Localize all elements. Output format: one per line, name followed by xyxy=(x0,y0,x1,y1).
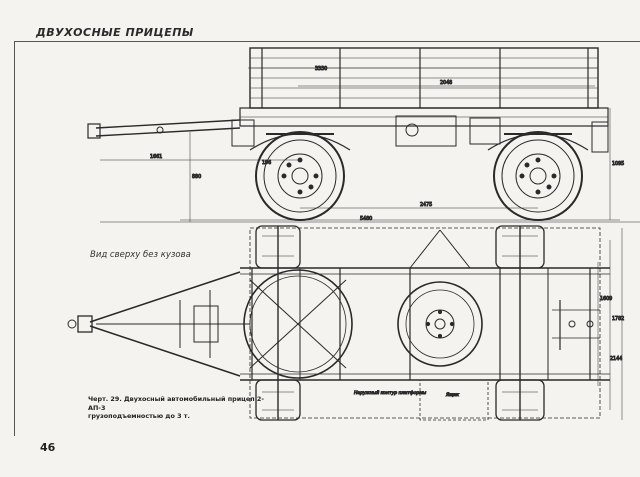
dim-1095: 1095 xyxy=(612,161,624,167)
side-view: 3330 2048 xyxy=(87,47,640,223)
left-margin-rule xyxy=(14,41,15,436)
page-number: 46 xyxy=(40,441,56,454)
page-header-title: ДВУХОСНЫЕ ПРИЦЕПЫ xyxy=(36,26,194,39)
dim-2048: 2048 xyxy=(440,80,452,86)
drawbar-top xyxy=(67,271,250,377)
dim-5480: 5480 xyxy=(360,216,372,222)
note-platform: Наружный контур платформы xyxy=(354,390,427,396)
toolbox-outline xyxy=(419,379,489,421)
header-rule xyxy=(14,41,640,42)
caption-line-2: грузоподъемностью до 3 т. xyxy=(88,412,190,420)
caption-line-1: Черт. 29. Двухосный автомобильный прицеп… xyxy=(88,395,264,412)
dim-1782: 1782 xyxy=(612,316,624,322)
dim-2475: 2475 xyxy=(420,202,432,208)
dim-1661: 1661 xyxy=(150,154,162,160)
dim-880: 880 xyxy=(192,174,201,180)
top-view: Ящик Наружный контур платформы 1609 1782… xyxy=(67,225,625,421)
top-view-label: Вид сверху без кузова xyxy=(90,250,191,260)
dim-196: 196 xyxy=(262,160,271,166)
note-box: Ящик xyxy=(445,392,459,398)
dim-1609: 1609 xyxy=(600,296,612,302)
front-wheel-side xyxy=(255,131,345,221)
rear-wheel-side xyxy=(493,131,583,221)
dim-3330: 3330 xyxy=(315,66,327,72)
spare-wheel-top xyxy=(397,281,483,367)
dim-2144: 2144 xyxy=(610,356,622,362)
figure-caption: Черт. 29. Двухосный автомобильный прицеп… xyxy=(88,395,273,421)
